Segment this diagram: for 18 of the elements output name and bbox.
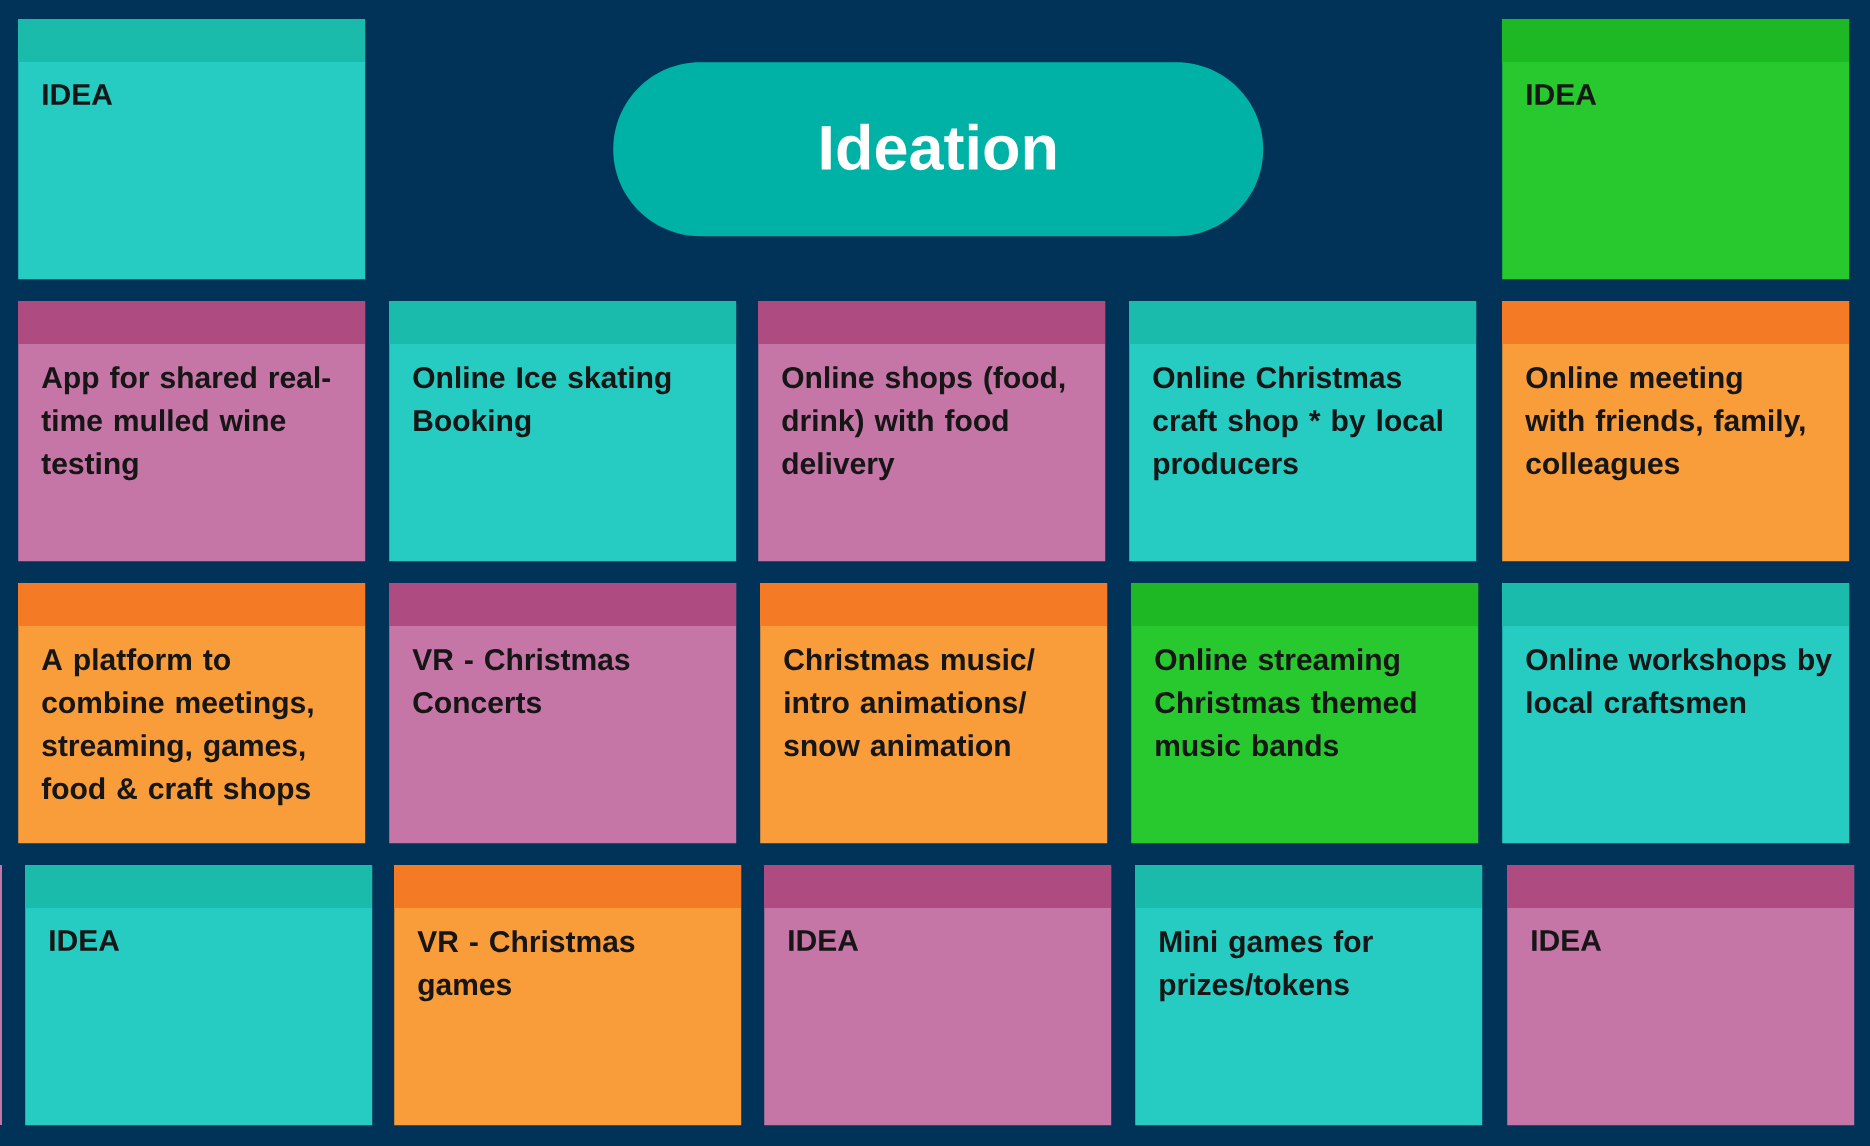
sticky-note: IDEA [25,865,373,1126]
sticky-note: IDEA [18,19,366,280]
sticky-note: App for shared real-time mulled wine testing [18,301,366,562]
sticky-note: VR - Christmas games [394,865,742,1126]
sticky-note: IDEA [1502,19,1850,280]
sticky-note: IDEA [1507,865,1855,1126]
sticky-note: Online workshops by local craftsmen [1502,583,1850,844]
sticky-note: A platform to combine meetings, streaming, games, food & craft shops [18,583,366,844]
sticky-note: Online Ice skating Booking [389,301,737,562]
sticky-note: Christmas music/ intro animations/ snow animation [760,583,1108,844]
sticky-note: Online meeting with friends, family, colleagues [1502,301,1850,562]
sticky-note: VR - Christmas Concerts [389,583,737,844]
sticky-note: Online shops (food, drink) with food delivery [758,301,1106,562]
sticky-note: Online Christmas craft shop * by local producers [1129,301,1477,562]
sticky-note: Mini games for prizes/tokens [1135,865,1483,1126]
title-pill: Ideation [613,62,1264,237]
sticky-note: IDEA [764,865,1112,1126]
sticky-note: Online streaming Christmas themed music bands [1131,583,1479,844]
